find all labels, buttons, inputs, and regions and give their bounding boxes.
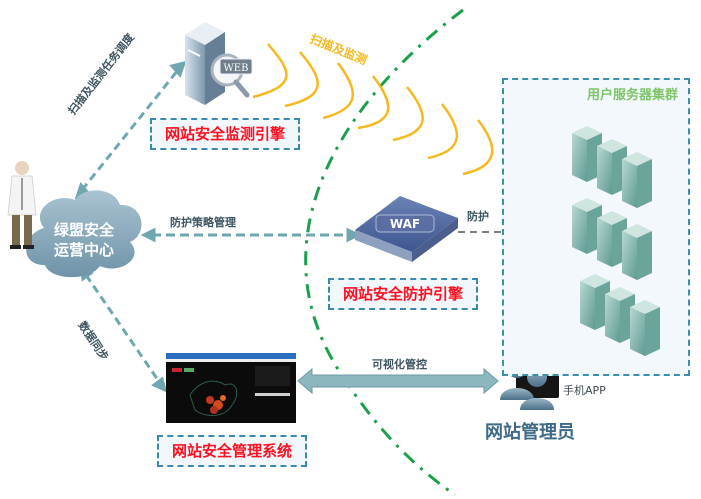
- waf-device-icon: WAF: [355, 196, 458, 262]
- wave-1: [252, 43, 288, 99]
- server-icon: [622, 224, 652, 280]
- wave-4: [357, 75, 390, 130]
- server-icon: [630, 300, 660, 356]
- server-icon: [622, 152, 652, 208]
- management-system-label: 网站安全管理系统: [157, 435, 307, 467]
- server-cluster-title: 用户服务器集群: [586, 88, 678, 103]
- analyst-person-icon: [7, 161, 37, 249]
- protection-policy-text: 防护策略管理: [170, 216, 236, 229]
- arrow-visual-control: [297, 367, 499, 395]
- wave-2: [284, 51, 319, 108]
- server-icon: [580, 274, 610, 330]
- operations-center-line1: 绿盟安全: [53, 221, 114, 239]
- arrow-protection-policy: [140, 227, 362, 243]
- visual-control-text: 可视化管控: [372, 358, 427, 371]
- monitor-engine-label: 网站安全监测引擎: [150, 118, 300, 150]
- server-group-2: [572, 198, 652, 280]
- scan-waves: [252, 43, 494, 176]
- mobile-app-label: 手机APP: [563, 384, 606, 397]
- wave-3: [322, 62, 354, 120]
- server-icon: [597, 211, 627, 267]
- management-dashboard-thumbnail: [166, 353, 296, 423]
- server-racks: [572, 126, 660, 356]
- web-badge: WEB: [224, 63, 249, 74]
- protect-engine-label: 网站安全防护引擎: [328, 278, 478, 310]
- server-icon: [572, 198, 602, 254]
- wave-6: [427, 103, 458, 160]
- server-group-3: [580, 274, 660, 356]
- operations-center-label: 绿盟安全 运营中心: [44, 220, 124, 260]
- boundary-line: [304, 8, 464, 497]
- operations-center-line2: 运营中心: [53, 241, 114, 259]
- server-group-1: [572, 126, 652, 208]
- waf-badge: WAF: [390, 217, 420, 231]
- web-admin-label: 网站管理员: [485, 422, 575, 443]
- web-scanner-server-icon: WEB: [185, 22, 253, 105]
- wave-5: [392, 86, 424, 142]
- operations-center-cloud: [26, 190, 142, 278]
- protect-text: 防护: [467, 210, 489, 223]
- wave-7: [462, 119, 494, 176]
